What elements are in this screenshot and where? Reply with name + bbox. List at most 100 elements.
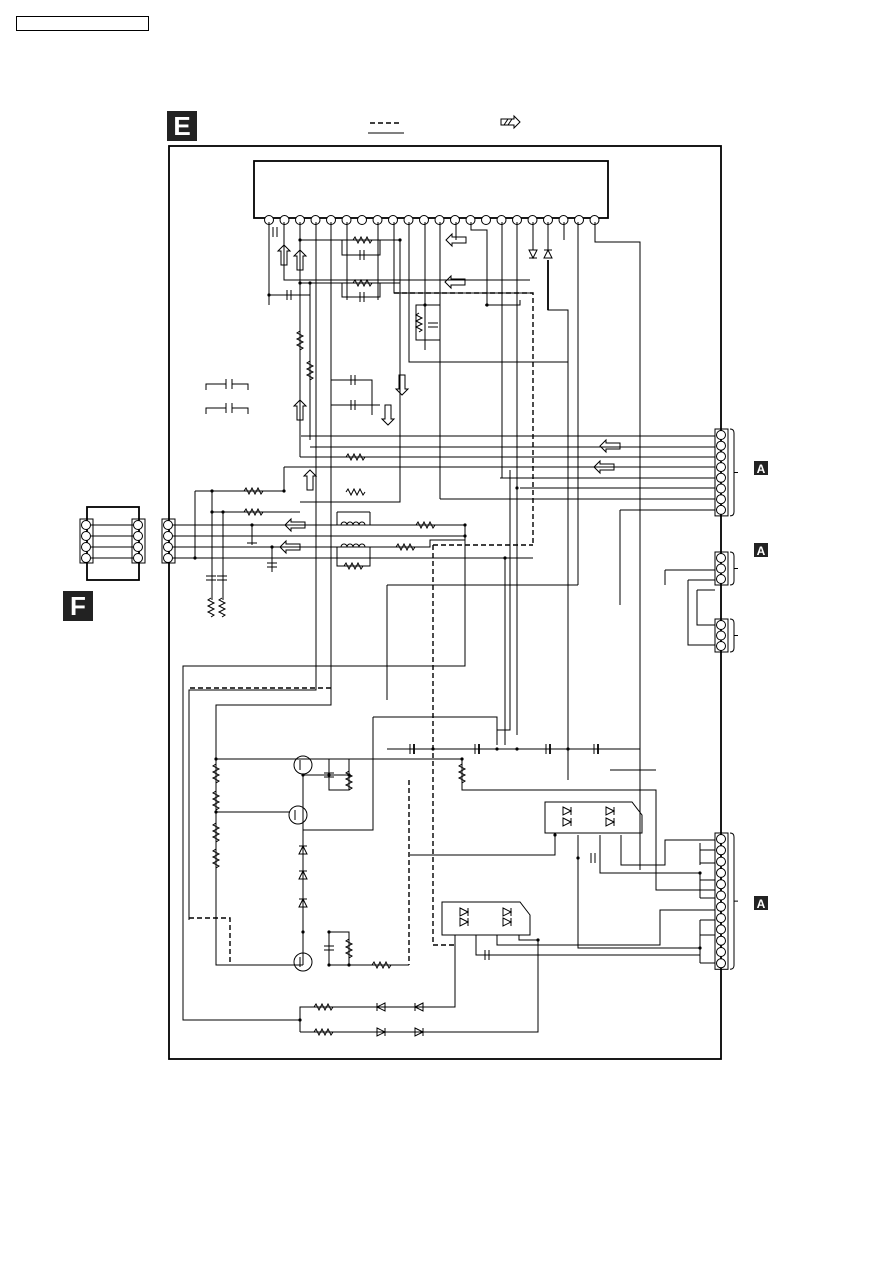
ic-pin — [389, 216, 398, 225]
connector-bracket — [730, 429, 738, 516]
connector-pin — [717, 575, 726, 584]
diode — [460, 918, 468, 926]
diode — [460, 908, 468, 916]
connector-pin — [717, 495, 726, 504]
connector-pin — [717, 441, 726, 450]
junction-dot — [298, 238, 301, 241]
svg-text:F: F — [70, 591, 86, 621]
svg-text:A: A — [757, 544, 766, 558]
junction-dot — [298, 281, 301, 284]
junction-dot — [536, 938, 539, 941]
connector-pin — [717, 936, 726, 945]
ic-pin — [482, 216, 491, 225]
svg-text:A: A — [757, 462, 766, 476]
connector-pin — [717, 925, 726, 934]
junction-dot — [423, 303, 426, 306]
junction-dot — [327, 773, 330, 776]
connector-pin — [717, 959, 726, 968]
connector-pin — [717, 846, 726, 855]
diode — [563, 818, 571, 826]
junction-dot — [463, 534, 466, 537]
right-connector-2 — [715, 552, 738, 585]
capacitor-legend-pair — [206, 379, 248, 414]
diode — [529, 250, 537, 258]
junction-dot — [698, 946, 701, 949]
connector-pin — [717, 902, 726, 911]
diode — [606, 818, 614, 826]
circuit-wiring — [173, 222, 715, 1032]
legend-signal-arrow-icon — [501, 116, 520, 128]
inductor-symbols — [341, 522, 365, 547]
diode-symbols — [299, 250, 614, 1036]
ic-pin — [451, 216, 460, 225]
resistor — [208, 598, 214, 617]
connector-pin — [717, 891, 726, 900]
svg-text:A: A — [757, 897, 766, 911]
junction-dot — [210, 489, 213, 492]
connector-pin — [717, 948, 726, 957]
right-connector-3 — [715, 619, 738, 652]
connector-pin — [717, 914, 726, 923]
junction-dot — [553, 833, 556, 836]
connector-pin — [717, 880, 726, 889]
junction-dot — [282, 489, 285, 492]
diode — [606, 807, 614, 815]
junction-dot — [460, 757, 463, 760]
junction-dot — [515, 747, 518, 750]
right-connector-1 — [715, 429, 738, 516]
signal-arrow — [396, 375, 408, 395]
junction-dot — [495, 747, 498, 750]
diode — [503, 908, 511, 916]
connector-bracket — [730, 552, 738, 585]
connector-pin — [717, 473, 726, 482]
ic-pin — [575, 216, 584, 225]
junction-dot — [298, 1018, 301, 1021]
connector-bracket — [730, 619, 738, 652]
connector-pin — [717, 431, 726, 440]
junction-dot — [566, 747, 569, 750]
svg-text:E: E — [173, 111, 190, 141]
legend-dashed-line-icon — [368, 123, 404, 133]
signal-arrow-markers — [278, 234, 620, 553]
connector-pin — [717, 505, 726, 514]
right-connector-4 — [715, 833, 738, 969]
connector-pin — [717, 564, 726, 573]
junction-dot — [193, 556, 196, 559]
junction-dot — [327, 963, 330, 966]
connector-pin — [717, 868, 726, 877]
junction-dot — [463, 523, 466, 526]
connector-pin — [717, 463, 726, 472]
ic-pin-row — [265, 216, 600, 225]
connector-pin — [717, 484, 726, 493]
junction-dot — [301, 773, 304, 776]
junction-dot — [398, 238, 401, 241]
junction-dot — [431, 747, 434, 750]
resistor — [219, 598, 225, 617]
junction-dot — [210, 510, 213, 513]
transistor — [289, 806, 307, 824]
board-e-outline — [169, 146, 721, 1059]
diode — [503, 918, 511, 926]
junction-dot — [270, 545, 273, 548]
ic-pin — [420, 216, 429, 225]
section-f-tag: F — [63, 591, 93, 621]
junction-dot — [250, 523, 253, 526]
junction-dot — [214, 757, 217, 760]
resistor — [416, 313, 422, 332]
junction-dot — [698, 871, 701, 874]
junction-dot — [221, 510, 224, 513]
dashed-signal-paths — [189, 293, 533, 965]
connector-bracket — [730, 833, 738, 969]
junction-dot — [347, 773, 350, 776]
junction-dot — [347, 963, 350, 966]
connector-pin — [717, 631, 726, 640]
junction-dot — [267, 293, 270, 296]
diode — [544, 250, 552, 258]
connector-pin — [717, 857, 726, 866]
transistor-symbols — [289, 756, 312, 971]
junction-dot — [301, 930, 304, 933]
connector-a-tag-3: A — [754, 896, 768, 911]
connector-a-tag-2: A — [754, 543, 768, 558]
connector-pin — [717, 452, 726, 461]
